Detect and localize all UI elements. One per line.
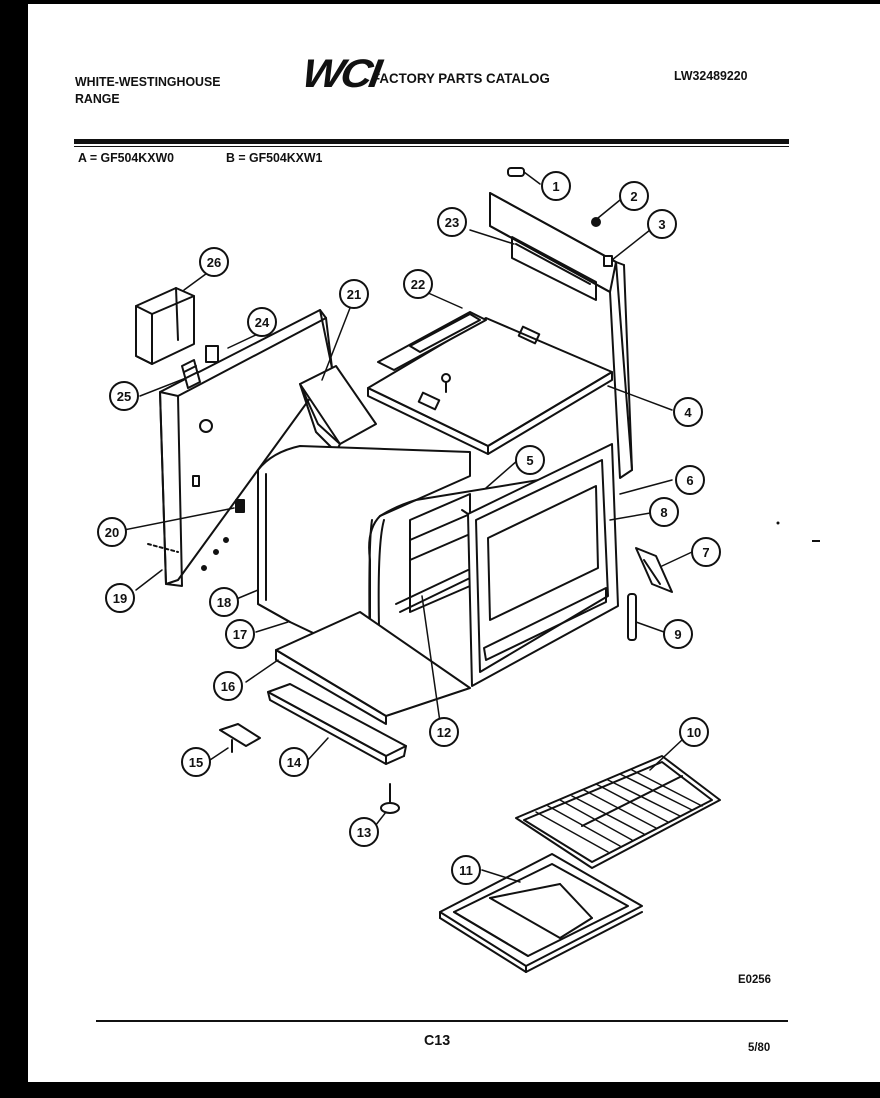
part-side-panel [147,309,333,587]
callout-12 [429,717,459,747]
part-bracket [135,287,195,365]
catalog-title: FACTORY PARTS CATALOG [372,70,550,86]
callout-13 [349,817,379,847]
callout-number: 16 [221,679,235,694]
part-kick-plate [267,683,407,765]
callout-number: 15 [189,755,203,770]
callout-5 [515,445,545,475]
part-spring [627,593,637,641]
model-a: A = GF504KXW0 [78,150,174,165]
callout-number: 25 [117,389,131,404]
callout-number: 13 [357,825,371,840]
callout-7 [691,537,721,567]
part-oven-door [461,443,619,687]
callout-25 [109,381,139,411]
callout-20 [97,517,127,547]
brand-line-2: RANGE [75,91,120,106]
page-number: C13 [424,1032,451,1049]
callout-number: 1 [552,179,559,194]
header-rule-thick [74,139,789,144]
callout-6 [675,465,705,495]
part-broiler-pan [439,853,643,973]
model-b: B = GF504KXW1 [226,150,323,165]
callout-22 [403,269,433,299]
callout-number: 8 [660,505,667,520]
callout-number: 20 [105,525,119,540]
callout-16 [213,671,243,701]
header-rule-thin [74,146,789,147]
brand-line-1: WHITE-WESTINGHOUSE [75,74,221,89]
part-screw [591,217,601,227]
callout-number: 23 [445,215,459,230]
callout-number: 5 [526,453,533,468]
part-leg [380,783,400,814]
callout-number: 12 [437,725,451,740]
part-duct [299,365,377,453]
part-top-panel [367,311,613,455]
callout-18 [209,587,239,617]
callout-number: 6 [686,473,693,488]
part-leveler-bracket [219,723,261,753]
callout-11 [451,855,481,885]
callout-number: 26 [207,255,221,270]
callout-9 [663,619,693,649]
part-clip [205,345,219,363]
callout-number: 10 [687,725,701,740]
callout-number: 11 [459,863,473,878]
callout-8 [649,497,679,527]
footer-rule [96,1020,788,1022]
callout-number: 2 [630,189,637,204]
callout-3 [647,209,677,239]
callout-numbers: 1 2 3 4 5 6 7 8 9 10 11 12 13 14 15 16 1… [105,179,710,878]
callout-23 [437,207,467,237]
document-number: LW32489220 [674,68,748,83]
stray-marks [776,521,820,542]
callout-number: 22 [411,277,425,292]
figure-code: E0256 [738,972,771,986]
callout-24 [247,307,277,337]
callout-21 [339,279,369,309]
callout-4 [673,397,703,427]
callout-number: 7 [702,545,709,560]
callout-1 [541,171,571,201]
part-back-panel [489,192,633,479]
callout-circles [97,171,721,885]
callout-number: 4 [684,405,692,420]
part-oven-rack [515,755,721,869]
part-cap [507,167,525,177]
callout-number: 18 [217,595,231,610]
callout-number: 9 [674,627,681,642]
callout-number: 3 [658,217,665,232]
callout-number: 17 [233,627,247,642]
callout-10 [679,717,709,747]
part-vent [181,359,201,389]
callout-14 [279,747,309,777]
footer-date: 5/80 [748,1040,771,1054]
callout-26 [199,247,229,277]
callout-number: 19 [113,591,127,606]
part-bottom-tray [275,611,471,725]
part-hinge [635,547,673,593]
part-oven-liner [257,445,601,663]
callout-number: 21 [347,287,361,302]
callout-2 [619,181,649,211]
callout-number: 24 [255,315,270,330]
callout-15 [181,747,211,777]
part-element [395,569,471,613]
callout-17 [225,619,255,649]
callout-number: 14 [287,755,302,770]
callout-19 [105,583,135,613]
